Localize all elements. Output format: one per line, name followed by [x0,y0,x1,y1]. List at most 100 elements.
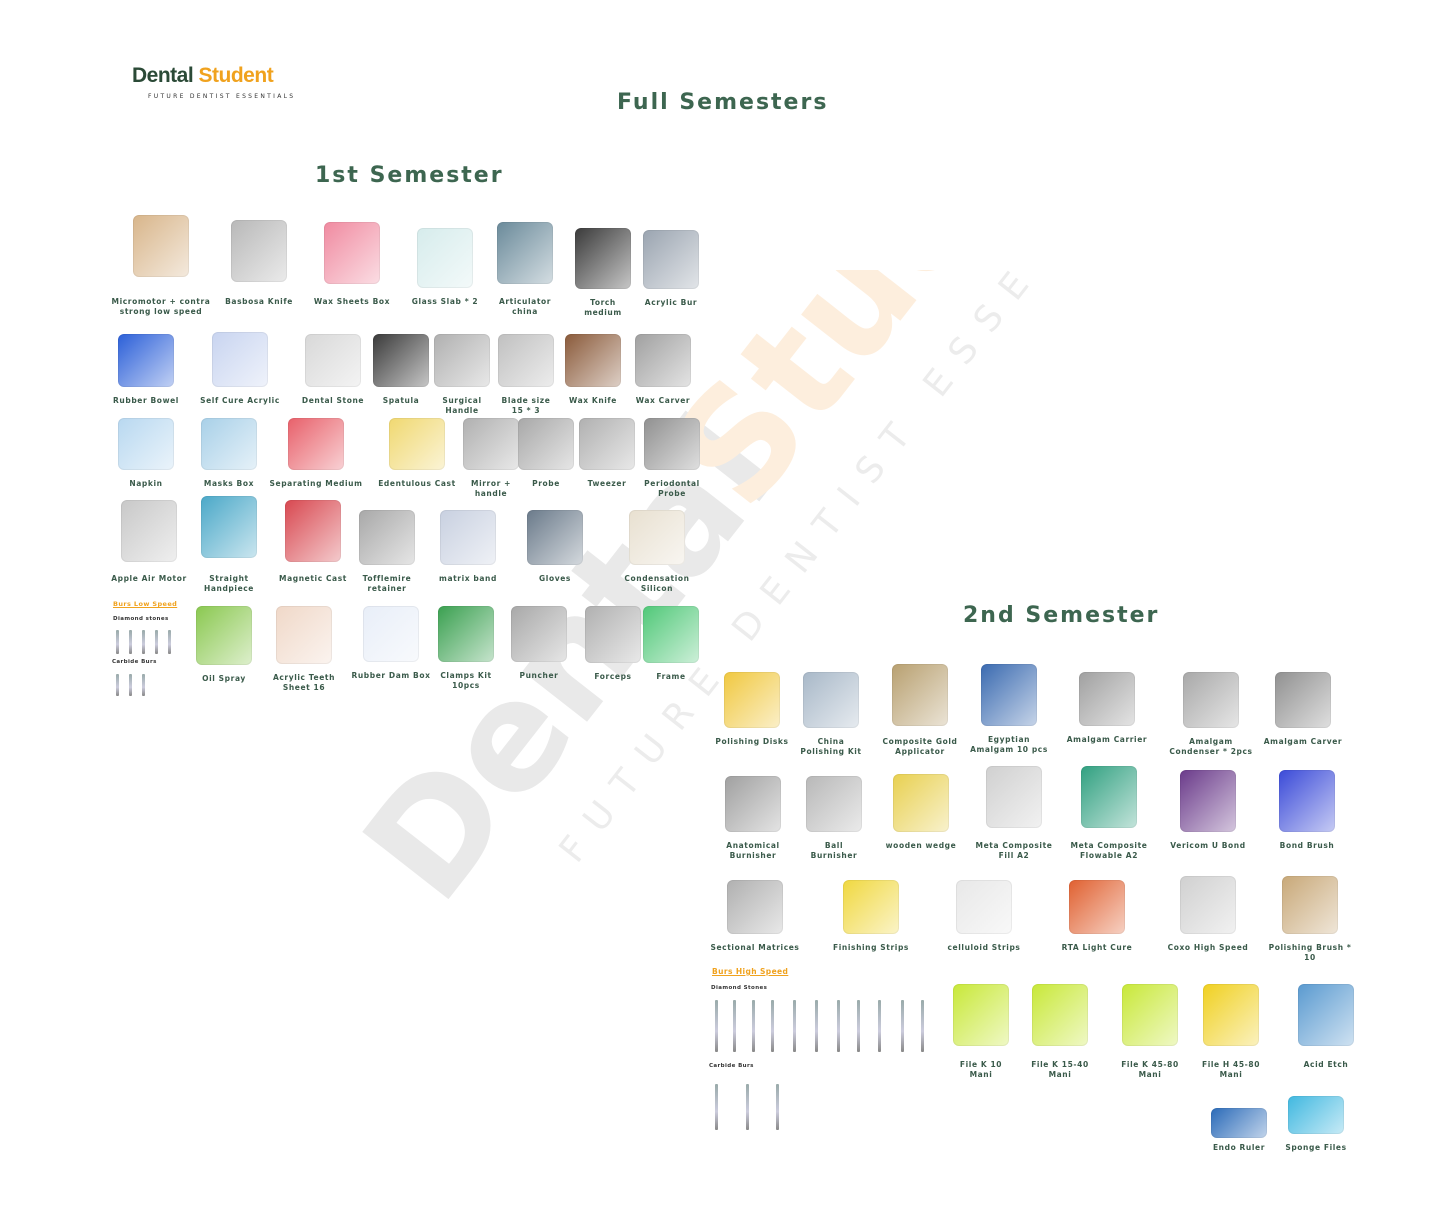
matrix-band-icon [440,510,496,565]
semester1-item: Wax Sheets Box [302,222,402,306]
file-item: File K 10 Mani [931,984,1031,1079]
diamond-bur-icon [155,630,158,654]
diamond-bur-icon [837,1000,840,1052]
semester2-item-label: wooden wedge [885,841,957,850]
semester1-item: Frame [621,606,721,681]
semester2-item: Anatomical Burnisher [703,776,803,860]
blade-icon [498,334,554,387]
semester1-item-label: Wax Knife [569,396,617,405]
semester2-item-label: celluloid Strips [947,943,1021,952]
wedge-icon [893,774,949,832]
semester1-item-label: Napkin [129,479,163,488]
semester2-item-label: Finishing Strips [833,943,909,952]
micromotor-icon [133,215,189,277]
k-file-icon [1032,984,1088,1046]
stone-bag-icon [305,334,361,387]
semester2-item: Polishing Brush * 10 [1260,876,1360,962]
k-file-icon [953,984,1009,1046]
semester2-item: Bond Brush [1257,770,1357,850]
semester1-item-label: Rubber Bowel [113,396,179,405]
semester2-item: RTA Light Cure [1047,880,1147,952]
semester2-item-label: Meta Composite Flowable A2 [1070,841,1148,860]
semester1-item: Glass Slab * 2 [395,228,495,306]
semester2-item-label: Vericom U Bond [1170,841,1246,850]
diamond-bur-icon [129,630,132,654]
diamond-bur-icon [142,630,145,654]
semester1-item-label: Apple Air Motor [111,574,187,583]
semester2-item: celluloid Strips [934,880,1034,952]
logo: Dental Student [132,64,274,88]
high-carbide-label: Carbide Burs [709,1063,754,1069]
semester2-item: Egyptian Amalgam 10 pcs [959,664,1059,754]
applicator-icon [892,664,948,726]
semester1-item-label: Condensation Silicon [624,574,690,593]
forceps-icon [585,606,641,663]
semester1-item-label: Magnetic Cast [279,574,347,583]
semester1-item: Puncher [489,606,589,680]
bond-brush-icon [1279,770,1335,832]
logo-part1: Dental [132,64,194,87]
semester1-item-label: Self Cure Acrylic [200,396,280,405]
low-carbide-label: Carbide Burs [112,659,157,665]
semester1-item-label: Glass Slab * 2 [411,297,479,306]
semester1-item-label: Torch medium [584,298,622,317]
semester1-item: Periodontal Probe [622,418,722,498]
h-file-icon [1203,984,1259,1046]
mirror-icon [463,418,519,470]
silicone-icon [629,510,685,565]
light-cure-icon [1069,880,1125,934]
magnetic-cast-icon [285,500,341,562]
semester1-item: Oil Spray [174,606,274,683]
amalgam-carver-icon [1275,672,1331,728]
semester1-item: matrix band [418,510,518,583]
bur-icon [643,230,699,289]
semester1-item: Micromotor + contra strong low speed [111,215,211,316]
carbide-bur-icon [129,674,132,696]
diamond-bur-icon [815,1000,818,1052]
composite-syringe-icon [986,766,1042,828]
semester2-item-label: Polishing Disks [715,737,789,746]
semester2-item-label: Anatomical Burnisher [726,841,780,860]
semester1-item: Edentulous Cast [367,418,467,488]
semester1-item-label: Blade size 15 * 3 [501,396,551,415]
semester1-item: Dental Stone [283,334,383,405]
semester1-item: Magnetic Cast [263,500,363,583]
diamond-bur-icon [857,1000,860,1052]
carbide-bur-icon [116,674,119,696]
semester1-item: Acrylic Bur [621,230,721,307]
ball-burnisher-icon [806,776,862,832]
semester1-item: Spatula [351,334,451,405]
napkin-icon [118,418,174,470]
bond-icon [1180,770,1236,832]
semester1-item: Rubber Bowel [96,334,196,405]
semester1-item-label: matrix band [439,574,497,583]
semester1-item-label: Rubber Dam Box [351,671,431,680]
flowable-icon [1081,766,1137,828]
probe-icon [518,418,574,470]
carbide-bur-icon [715,1084,718,1130]
perio-probe-icon [644,418,700,470]
diamond-bur-icon [733,1000,736,1052]
semester2-item-label: RTA Light Cure [1061,943,1133,952]
etch-icon [1298,984,1354,1046]
semester1-item: Surgical Handle [412,334,512,415]
semester2-item-label: Bond Brush [1279,841,1335,850]
burs-low-speed-heading: Burs Low Speed [113,600,178,608]
semester1-item-label: Frame [656,672,686,681]
semester1-item-label: Gloves [539,574,571,583]
wax-knife-icon [565,334,621,387]
file-item: File H 45-80 Mani [1181,984,1281,1079]
semester1-item: Gloves [505,510,605,583]
logo-part2: Student [198,64,274,87]
semester2-item: Composite Gold Applicator [870,664,970,756]
articulator-icon [497,222,553,284]
gloves-icon [527,510,583,565]
semester1-item: Articulator china [475,222,575,316]
semester1-item: Separating Medium [266,418,366,488]
carver-icon [635,334,691,387]
semester2-item: Polishing Disks [702,672,802,746]
semester2-item-label: Amalgam Carrier [1066,735,1148,744]
file-item-label: File K 45-80 Mani [1121,1060,1179,1079]
low-diamond-label: Diamond stones [113,616,169,622]
semester2-item-label: Ball Burnisher [810,841,858,860]
